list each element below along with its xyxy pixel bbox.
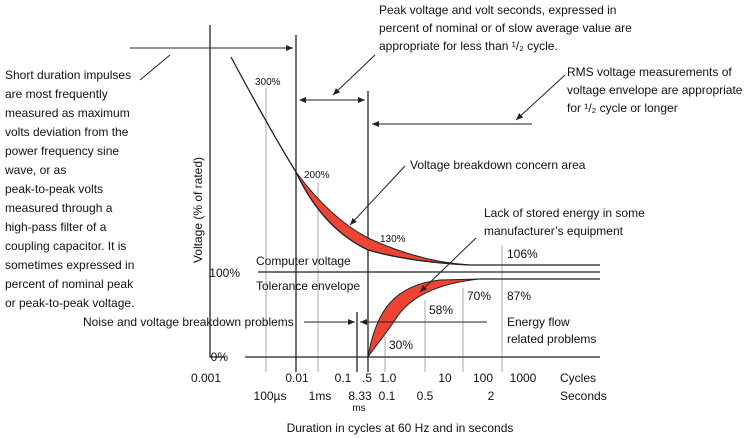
tick-label: 0.001 — [191, 371, 221, 385]
tick-label: 0.1 — [379, 389, 396, 403]
label-300: 300% — [255, 77, 281, 88]
note-line: power frequency sine — [5, 144, 119, 158]
upper-tolerance-curve — [230, 56, 471, 266]
note-line: for ¹/₂ cycle or longer — [567, 101, 678, 115]
caption: Duration in cycles at 60 Hz and in secon… — [287, 421, 514, 435]
computer-voltage-label: Computer voltage — [256, 254, 351, 268]
seconds-axis: 100µs 1ms 8.33 0.1 0.5 2 ms Seconds — [254, 389, 607, 414]
note-line: voltage envelope are appropriate — [567, 83, 743, 97]
peak-pointer — [332, 54, 376, 96]
tick-label: 0.01 — [285, 371, 309, 385]
label-30: 30% — [389, 338, 413, 352]
rms-pointer — [515, 74, 566, 121]
note-line: coupling capacitor. It is — [5, 239, 126, 253]
label-87: 87% — [507, 289, 531, 303]
note-line: or peak-to-peak voltage. — [5, 296, 134, 310]
y-axis — [209, 25, 225, 358]
ms-label: ms — [352, 403, 365, 414]
note-line: RMS voltage measurements of — [567, 65, 732, 79]
tick-label: 10 — [438, 371, 452, 385]
left-note: Short duration impulses are most frequen… — [4, 68, 134, 310]
tick-label: 8.33 — [348, 389, 372, 403]
tick-label: 100 — [473, 371, 493, 385]
peak-note: Peak voltage and volt seconds, expressed… — [379, 3, 632, 53]
label-70: 70% — [467, 289, 491, 303]
rms-note: RMS voltage measurements of voltage enve… — [567, 65, 743, 115]
tick-label: 1000 — [510, 371, 537, 385]
cycles-label: Cycles — [560, 371, 596, 385]
note-line: wave, or as — [4, 163, 66, 177]
note-line: Peak voltage and volt seconds, expressed… — [379, 3, 616, 17]
label-58: 58% — [429, 303, 453, 317]
note-line: measured through a — [5, 201, 113, 215]
label-130: 130% — [380, 234, 406, 245]
note-line: appropriate for less than ¹/₂ cycle. — [379, 39, 558, 53]
tick-label: 1.0 — [380, 371, 397, 385]
note-line: peak-to-peak volts — [5, 182, 103, 196]
tolerance-envelope-label: Tolerance envelope — [256, 279, 360, 293]
tick-label: 1ms — [309, 389, 332, 403]
energy-note: related problems — [507, 332, 596, 346]
stored-energy-pointer — [419, 237, 477, 293]
impulse-pointer — [139, 54, 171, 81]
stored-energy-note: manufacturer’s equipment — [484, 224, 624, 238]
energy-note: Energy flow — [507, 315, 570, 329]
cycles-axis: 0.001 0.01 0.1 .5 1.0 10 100 1000 Cycles — [191, 371, 596, 385]
note-line: sometimes expressed in — [5, 258, 134, 272]
note-line: are most frequently — [5, 87, 108, 101]
note-line: volts deviation from the — [5, 125, 129, 139]
note-line: percent of nominal or of slow average va… — [379, 21, 632, 35]
note-line: Short duration impulses — [5, 68, 131, 82]
label-200: 200% — [304, 170, 330, 181]
note-line: high-pass filter of a — [5, 220, 107, 234]
note-line: percent of nominal peak — [5, 277, 134, 291]
tick-label: 0.5 — [417, 389, 434, 403]
tick-label: 100µs — [254, 389, 287, 403]
stored-energy-concern-area — [367, 278, 481, 358]
seconds-label: Seconds — [560, 389, 607, 403]
voltage-breakdown-concern-area — [295, 171, 471, 266]
tick-label: .5 — [362, 371, 372, 385]
note-line: measured as maximum — [5, 106, 130, 120]
tick-label: 0.1 — [335, 371, 352, 385]
breakdown-note: Voltage breakdown concern area — [410, 158, 586, 172]
stored-energy-note: Lack of stored energy in some — [484, 206, 645, 220]
label-106: 106% — [507, 247, 538, 261]
tick-label: 2 — [488, 389, 495, 403]
label-0: 0% — [211, 350, 229, 364]
breakdown-pointer — [349, 165, 406, 226]
noise-note: Noise and voltage breakdown problems — [83, 315, 294, 329]
y-axis-label: Voltage (% of rated) — [191, 157, 205, 263]
label-100: 100% — [209, 266, 240, 280]
